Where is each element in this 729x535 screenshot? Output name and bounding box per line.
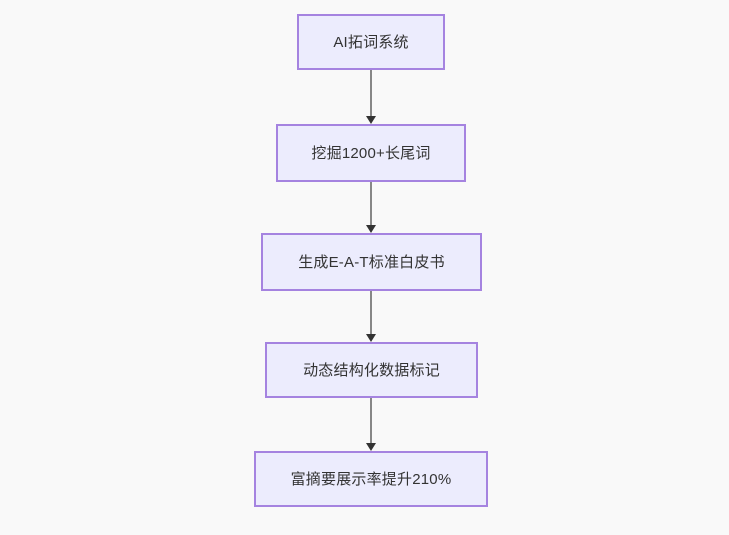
flow-node-label: 富摘要展示率提升210% xyxy=(290,470,452,488)
flow-node-label: 动态结构化数据标记 xyxy=(303,361,440,379)
arrowhead-icon xyxy=(366,443,376,451)
flow-node-label: AI拓词系统 xyxy=(333,33,409,51)
flow-node-structured-data-markup[interactable]: 动态结构化数据标记 xyxy=(265,342,478,398)
flow-node-label: 挖掘1200+长尾词 xyxy=(311,144,431,162)
connector-line xyxy=(370,70,372,116)
arrowhead-icon xyxy=(366,225,376,233)
flow-node-ai-keyword-system[interactable]: AI拓词系统 xyxy=(297,14,445,70)
arrowhead-icon xyxy=(366,116,376,124)
flow-node-label: 生成E-A-T标准白皮书 xyxy=(298,253,445,271)
arrowhead-icon xyxy=(366,334,376,342)
flow-node-eat-whitepaper[interactable]: 生成E-A-T标准白皮书 xyxy=(261,233,482,291)
connector-line xyxy=(370,182,372,225)
flow-node-longtail-mining[interactable]: 挖掘1200+长尾词 xyxy=(276,124,466,182)
connector-line xyxy=(370,291,372,334)
flow-node-rich-snippet-result[interactable]: 富摘要展示率提升210% xyxy=(254,451,488,507)
connector-line xyxy=(370,398,372,443)
